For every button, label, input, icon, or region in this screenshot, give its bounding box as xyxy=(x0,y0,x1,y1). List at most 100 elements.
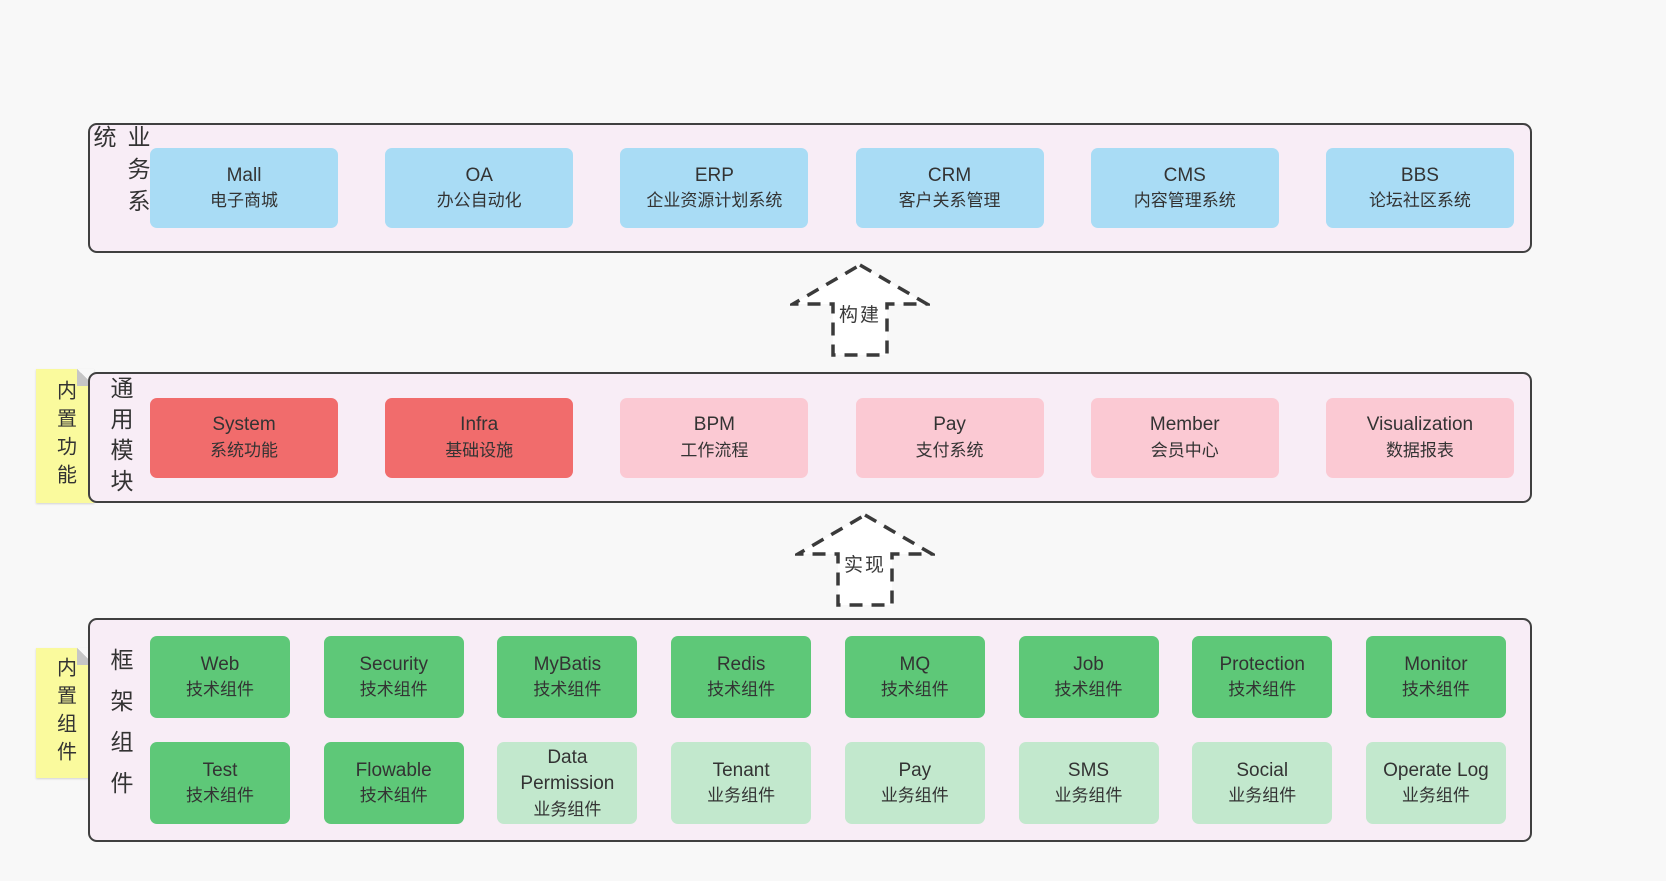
box-social: Social 业务组件 xyxy=(1192,742,1333,824)
box-subtitle: 办公自动化 xyxy=(436,191,522,211)
box-operate-log: Operate Log 业务组件 xyxy=(1365,742,1506,824)
box-subtitle: 技术组件 xyxy=(1228,680,1297,700)
box-subtitle: 技术组件 xyxy=(533,680,602,700)
box-subtitle: 业务组件 xyxy=(1228,786,1297,806)
box-mybatis: MyBatis 技术组件 xyxy=(497,636,638,718)
box-title: System xyxy=(212,414,276,436)
common-modules-box-row: System 系统功能 Infra 基础设施 BPM 工作流程 Pay 支付系统… xyxy=(150,374,1530,501)
box-title: Social xyxy=(1236,759,1289,781)
box-title: CMS xyxy=(1163,164,1206,186)
box-subtitle: 论坛社区系统 xyxy=(1368,191,1471,211)
box-title: BPM xyxy=(693,414,735,436)
box-subtitle: 电子商城 xyxy=(210,191,278,211)
box-subtitle: 业务组件 xyxy=(1054,786,1123,806)
dashed-up-arrow-icon xyxy=(795,512,935,607)
box-redis: Redis 技术组件 xyxy=(671,636,812,718)
box-subtitle: 系统功能 xyxy=(210,440,278,460)
box-title: Monitor xyxy=(1404,653,1468,675)
box-data-permission: Data Permission 业务组件 xyxy=(497,742,638,824)
build-arrow: 构建 xyxy=(790,262,930,358)
box-monitor: Monitor 技术组件 xyxy=(1365,636,1506,718)
sticky-note-builtin-components: 内置组件 xyxy=(36,648,94,778)
box-title: Protection xyxy=(1219,653,1305,675)
box-erp: ERP 企业资源计划系统 xyxy=(620,148,809,228)
box-subtitle: 业务组件 xyxy=(533,799,602,819)
box-subtitle: 技术组件 xyxy=(359,680,428,700)
box-title: CRM xyxy=(927,164,972,186)
build-arrow-label: 构建 xyxy=(838,305,881,326)
layer-framework-components: 框架组件 Web 技术组件 Security 技术组件 MyBatis 技术组件… xyxy=(88,618,1532,842)
framework-components-rows: Web 技术组件 Security 技术组件 MyBatis 技术组件 Redi… xyxy=(150,620,1530,840)
box-title: ERP xyxy=(694,164,734,186)
box-cms: CMS 内容管理系统 xyxy=(1090,148,1279,228)
sticky-note-text: 内置组件 xyxy=(53,657,76,769)
box-title: Operate Log xyxy=(1383,759,1489,781)
box-subtitle: 工作流程 xyxy=(680,440,749,460)
box-test: Test 技术组件 xyxy=(150,742,290,824)
box-title: Job xyxy=(1073,653,1104,675)
box-title: BBS xyxy=(1400,164,1439,186)
box-subtitle: 企业资源计划系统 xyxy=(646,191,783,211)
box-crm: CRM 客户关系管理 xyxy=(855,148,1044,228)
box-security: Security 技术组件 xyxy=(323,636,464,718)
box-title: Visualization xyxy=(1366,414,1474,436)
box-bbs: BBS 论坛社区系统 xyxy=(1325,148,1514,228)
box-member: Member 会员中心 xyxy=(1090,397,1279,478)
box-title: Security xyxy=(359,653,429,675)
box-subtitle: 会员中心 xyxy=(1150,440,1219,460)
box-title: MyBatis xyxy=(533,653,602,675)
dashed-up-arrow-icon xyxy=(790,262,930,357)
sticky-note-text: 内置功能 xyxy=(53,380,76,492)
box-title: Test xyxy=(202,759,238,781)
box-pay-module: Pay 支付系统 xyxy=(855,397,1044,478)
box-subtitle: 内容管理系统 xyxy=(1133,191,1236,211)
box-title: Mall xyxy=(226,164,262,186)
box-infra: Infra 基础设施 xyxy=(385,397,574,478)
box-bpm: BPM 工作流程 xyxy=(620,397,809,478)
box-oa: OA 办公自动化 xyxy=(385,148,574,228)
box-job: Job 技术组件 xyxy=(1018,636,1159,718)
box-subtitle: 技术组件 xyxy=(186,786,254,806)
box-pay-biz: Pay 业务组件 xyxy=(844,742,985,824)
box-title: MQ xyxy=(899,653,931,675)
implement-arrow-label: 实现 xyxy=(843,555,886,576)
layer-common-modules: 通用模块 System 系统功能 Infra 基础设施 BPM 工作流程 Pay… xyxy=(88,372,1532,503)
box-flowable: Flowable 技术组件 xyxy=(323,742,464,824)
layer-common-modules-label: 通用模块 xyxy=(107,375,133,500)
layer-business-systems-label: 业务系统 xyxy=(90,125,150,221)
box-subtitle: 技术组件 xyxy=(707,680,776,700)
business-systems-box-row: Mall 电子商城 OA 办公自动化 ERP 企业资源计划系统 CRM 客户关系… xyxy=(150,125,1530,251)
box-title: Member xyxy=(1149,414,1220,436)
box-title: Redis xyxy=(716,653,766,675)
implement-arrow: 实现 xyxy=(795,512,935,608)
sticky-note-builtin-features: 内置功能 xyxy=(36,369,94,503)
box-subtitle: 基础设施 xyxy=(445,440,514,460)
box-subtitle: 业务组件 xyxy=(880,786,949,806)
layer-business-systems: 业务系统 Mall 电子商城 OA 办公自动化 ERP 企业资源计划系统 CRM… xyxy=(88,123,1532,253)
box-title: Data Permission xyxy=(520,746,615,795)
box-subtitle: 客户关系管理 xyxy=(898,191,1001,211)
box-subtitle: 支付系统 xyxy=(915,440,984,460)
box-title: Tenant xyxy=(712,759,770,781)
box-mall: Mall 电子商城 xyxy=(150,148,338,228)
layer-framework-components-label: 框架组件 xyxy=(107,648,133,812)
box-subtitle: 技术组件 xyxy=(880,680,949,700)
box-mq: MQ 技术组件 xyxy=(844,636,985,718)
box-tenant: Tenant 业务组件 xyxy=(671,742,812,824)
box-title: Flowable xyxy=(355,759,432,781)
box-title: OA xyxy=(465,164,493,186)
box-title: Web xyxy=(200,653,240,675)
box-subtitle: 业务组件 xyxy=(1401,786,1470,806)
framework-components-row-2: Test 技术组件 Flowable 技术组件 Data Permission … xyxy=(150,742,1530,824)
box-visualization: Visualization 数据报表 xyxy=(1325,397,1514,478)
box-protection: Protection 技术组件 xyxy=(1192,636,1333,718)
box-web: Web 技术组件 xyxy=(150,636,290,718)
box-subtitle: 业务组件 xyxy=(707,786,776,806)
box-subtitle: 技术组件 xyxy=(1401,680,1470,700)
box-subtitle: 技术组件 xyxy=(186,680,254,700)
box-title: Pay xyxy=(933,414,966,436)
box-system: System 系统功能 xyxy=(150,397,338,478)
box-subtitle: 技术组件 xyxy=(1054,680,1123,700)
box-title: SMS xyxy=(1067,759,1110,781)
